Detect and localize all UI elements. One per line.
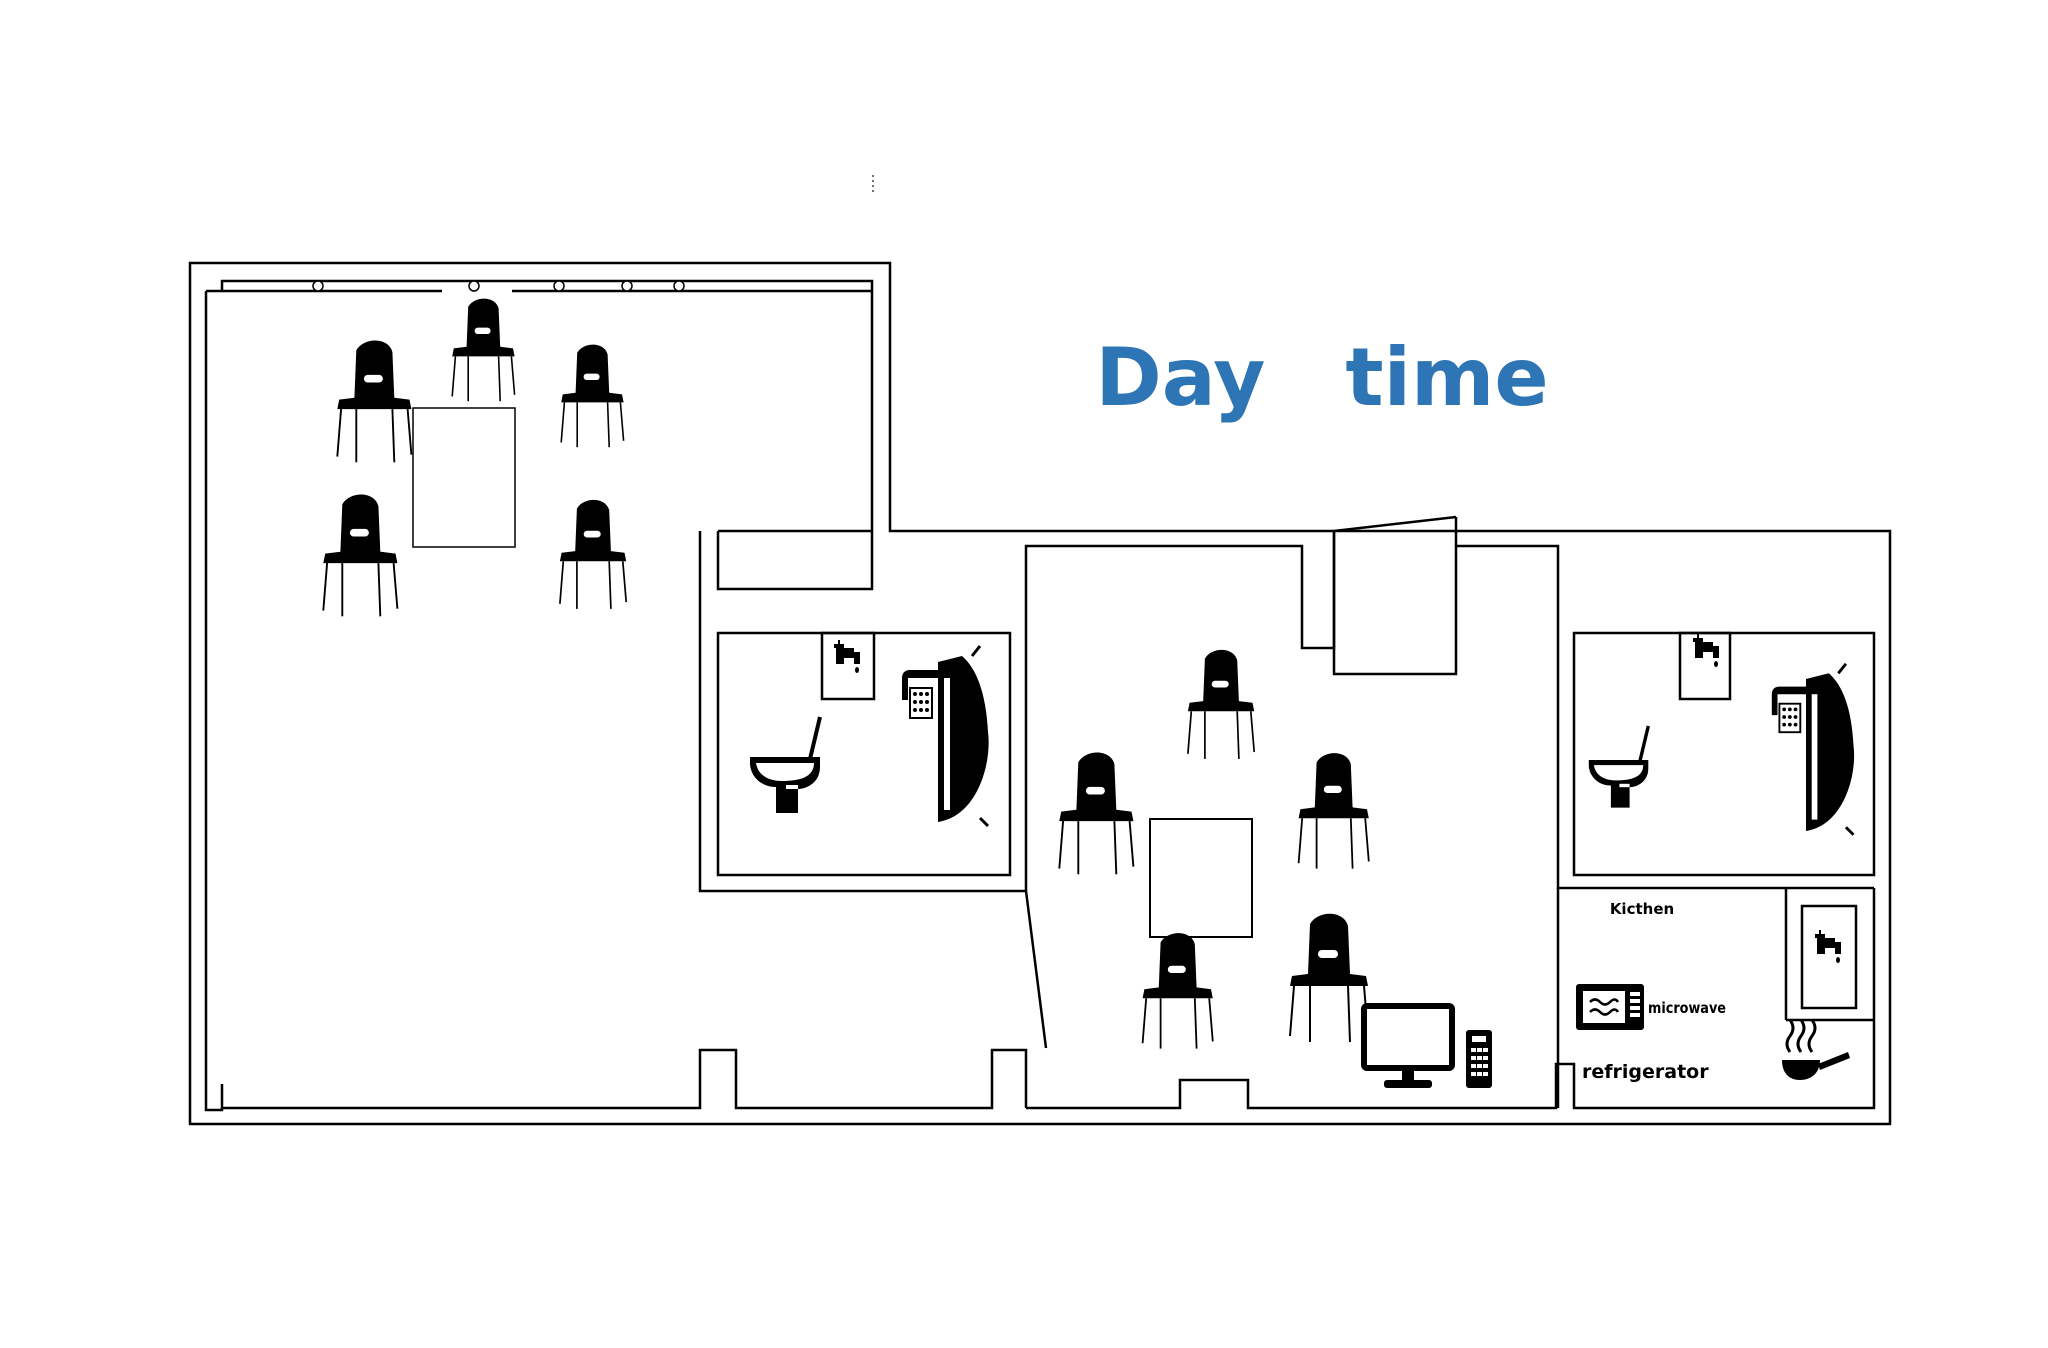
door-line <box>1333 515 1457 533</box>
sink-box-right <box>1678 631 1732 701</box>
chair-icon <box>322 493 399 618</box>
tv-icon <box>1361 1003 1455 1088</box>
microwave-icon <box>1576 984 1644 1030</box>
chair-icon <box>559 499 628 610</box>
kitchen-label: Kicthen <box>1610 900 1674 918</box>
table-center-room <box>1149 818 1253 938</box>
chair-icon <box>451 297 516 403</box>
chair-icon <box>1187 649 1256 760</box>
corridor-box <box>698 531 1048 1049</box>
toilet-icon <box>748 715 822 815</box>
faucet-icon <box>1815 930 1841 963</box>
page-title: Day time <box>1095 331 1548 424</box>
chair-icon <box>1141 932 1214 1050</box>
chair-icon <box>1289 912 1369 1043</box>
bathtub-icon <box>1770 662 1856 837</box>
faucet-icon <box>1693 634 1719 667</box>
refrigerator-label: refrigerator <box>1582 1061 1709 1083</box>
frying-pan-icon <box>1782 1019 1850 1080</box>
toilet-icon <box>1587 724 1651 810</box>
bathtub-icon <box>900 644 991 828</box>
remote-icon <box>1466 1030 1492 1088</box>
chair-icon <box>560 343 625 449</box>
chair-icon <box>1297 752 1370 870</box>
sink-box-left <box>820 631 876 701</box>
chair-icon <box>336 339 413 464</box>
rail-rings <box>312 280 685 292</box>
faucet-icon <box>834 640 860 673</box>
left-room-inner-wall <box>206 279 874 531</box>
walls <box>188 261 1892 1126</box>
outer-wall <box>188 261 1892 1126</box>
table-left-room <box>412 407 516 548</box>
microwave-label: microwave <box>1648 999 1726 1017</box>
chair-icon <box>1058 751 1135 876</box>
sink-box-kitchen <box>1800 904 1858 1010</box>
